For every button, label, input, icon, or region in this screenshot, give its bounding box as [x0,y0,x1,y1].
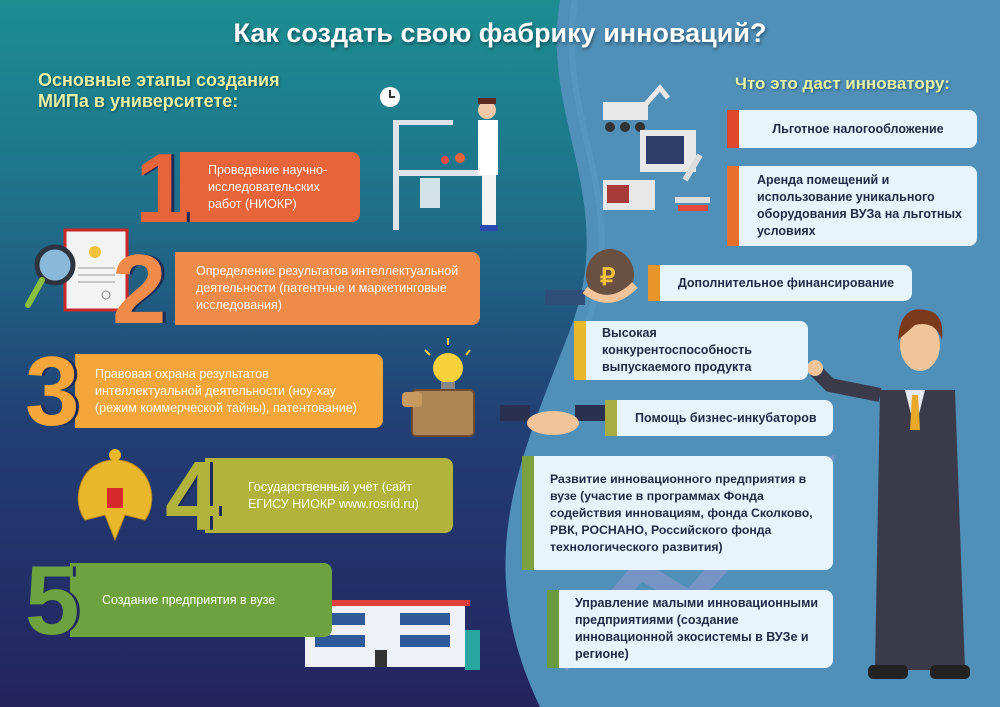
benefit-tax: Льготное налогообложение [727,110,977,148]
benefit-text: Управление малыми инновационными предпри… [575,596,818,661]
step-4-box: Государственный учёт (сайт ЕГИСУ НИОКР w… [205,458,453,533]
stages-heading-line1: Основные этапы создания [38,70,280,90]
step-4-text: Государственный учёт (сайт ЕГИСУ НИОКР w… [248,479,419,511]
patent-magnifier-icon [25,228,129,312]
university-building-icon [305,600,480,670]
money-bag-icon: ₽ [545,249,638,305]
lab-equipment-icon [603,84,710,211]
benefit-development: Развитие инновационного предприятия в ву… [522,456,833,570]
stages-heading-line2: МИПа в университете: [38,91,239,111]
step-1-number: 1 [135,133,190,243]
coat-of-arms-icon [77,449,153,542]
step-4-number: 4 [165,441,220,551]
benefits-heading: Что это даст инноватору: [735,74,950,93]
benefit-text: Помощь бизнес-инкубаторов [635,410,817,425]
lightbulb-chest-icon [402,338,475,437]
benefit-text: Аренда помещений и использование уникаль… [757,173,962,238]
benefit-text: Развитие инновационного предприятия в ву… [550,471,813,554]
step-5-number: 5 [25,545,80,655]
benefit-competitiveness: Высокая конкурентоспособность выпускаемо… [574,321,808,380]
benefit-text: Дополнительное финансирование [677,275,895,290]
step-3-number: 3 [25,336,80,446]
step-5-text: Создание предприятия в вузе [102,592,276,607]
step-2-box: Определение результатов интеллектуальной… [175,252,480,325]
step-1-box: Проведение научно-исследовательских рабо… [180,152,360,222]
step-2-number: 2 [112,234,167,344]
handshake-icon [500,405,605,435]
step-3-text: Правовая охрана результатов интеллектуал… [95,366,357,415]
benefit-incubators: Помощь бизнес-инкубаторов [605,400,833,436]
benefit-text: Льготное налогообложение [772,121,944,136]
step-3-box: Правовая охрана результатов интеллектуал… [75,354,383,428]
businessman-icon [807,309,970,679]
benefit-management: Управление малыми инновационными предпри… [547,590,833,668]
step-2-text: Определение результатов интеллектуальной… [196,264,459,312]
benefit-text: Высокая конкурентоспособность выпускаемо… [602,326,752,374]
step-1-text: Проведение научно-исследовательских рабо… [208,162,328,211]
benefit-funding: Дополнительное финансирование [648,265,912,301]
step-5-box: Создание предприятия в вузе [70,563,332,637]
scientist-lab-icon [380,87,498,231]
svg-text:₽: ₽ [600,264,615,291]
page-title: Как создать свою фабрику инноваций? [233,18,767,48]
benefit-premises: Аренда помещений и использование уникаль… [727,166,977,246]
